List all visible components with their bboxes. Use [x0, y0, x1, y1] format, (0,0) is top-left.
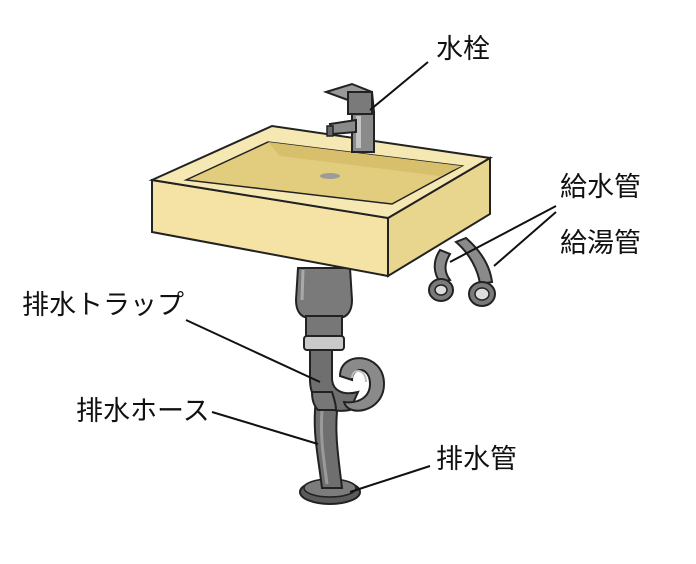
drain-hose	[313, 398, 344, 489]
leader-lines	[185, 61, 557, 493]
label-faucet: 水栓	[436, 34, 490, 65]
faucet	[322, 82, 376, 153]
label-water-supply-pipe: 給水管	[560, 172, 641, 203]
label-drain-trap: 排水トラップ	[22, 290, 184, 321]
label-hot-water-pipe: 給湯管	[560, 228, 641, 259]
label-drain-hose: 排水ホース	[76, 396, 210, 427]
sink-basin	[148, 124, 493, 278]
water-supply-pipes	[428, 236, 496, 307]
label-drain-pipe: 排水管	[436, 444, 517, 475]
drain-trap	[294, 267, 386, 412]
